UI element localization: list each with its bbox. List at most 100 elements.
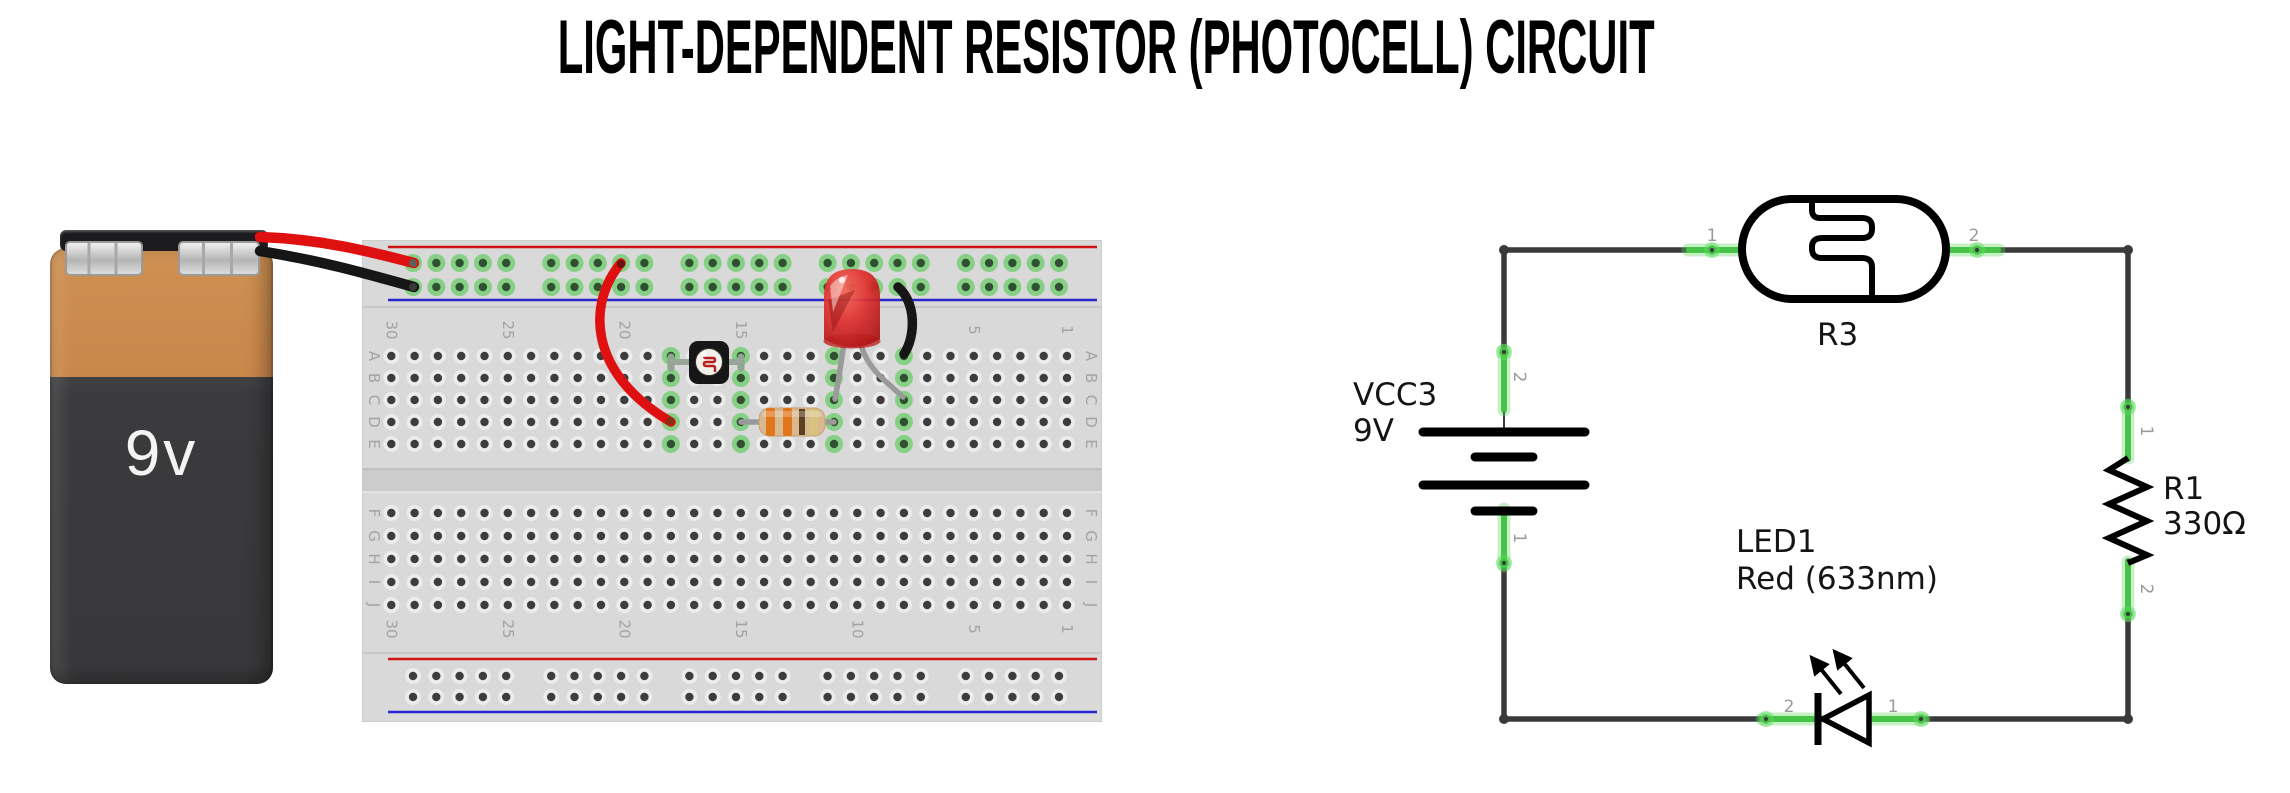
hole-center — [593, 692, 602, 702]
column-number: 30 — [382, 320, 400, 339]
hole-center — [573, 351, 582, 361]
hole-center — [992, 395, 1002, 405]
hole-center — [433, 373, 443, 383]
hole-center — [736, 395, 745, 405]
hole-center — [916, 258, 925, 268]
column-number: 5 — [965, 325, 983, 335]
column-number: 20 — [615, 619, 633, 638]
hole-center — [387, 554, 396, 564]
row-letter: G — [365, 530, 383, 542]
battery-terminal-left — [65, 241, 143, 276]
hole-center — [550, 417, 559, 427]
pin-dot-center — [1918, 716, 1924, 722]
hole-center — [616, 671, 626, 681]
hole-center — [433, 600, 443, 610]
hole-center — [690, 508, 699, 518]
hole-center — [969, 439, 978, 449]
hole-center — [478, 282, 488, 292]
hole-center — [596, 508, 606, 518]
hole-center — [946, 554, 955, 564]
hole-center — [570, 282, 579, 292]
hole-center — [620, 395, 629, 405]
hole-center — [1062, 600, 1072, 610]
hole-center — [992, 554, 1002, 564]
path-shape — [595, 258, 676, 427]
hole-center — [620, 439, 629, 449]
hole-center — [643, 554, 652, 564]
hole-center — [526, 554, 536, 564]
black-jumper-wire — [893, 282, 918, 359]
hole-center — [876, 508, 885, 518]
hole-center — [992, 373, 1002, 383]
hole-center — [899, 508, 909, 518]
hole-center — [547, 671, 556, 681]
hole-center — [596, 554, 606, 564]
hole-center — [778, 671, 787, 681]
hole-center — [666, 577, 676, 587]
hole-center — [759, 395, 769, 405]
hole-center — [596, 417, 606, 427]
row-letter: B — [1082, 373, 1100, 383]
hole-center — [1062, 508, 1072, 518]
hole-center — [759, 577, 769, 587]
hole-center — [526, 395, 536, 405]
breadboard-labels: 303025252020151510105511AABBCCDDEEFFGGHH… — [365, 320, 1100, 638]
hole-center — [759, 351, 769, 361]
column-number: 15 — [732, 320, 750, 339]
hole-center — [783, 531, 792, 541]
hole-center — [433, 554, 443, 564]
hole-center — [457, 417, 466, 427]
hole-center — [685, 258, 694, 268]
row-letter: I — [1082, 580, 1100, 584]
hole-center — [1016, 373, 1025, 383]
hole-center — [480, 531, 489, 541]
hole-center — [690, 577, 699, 587]
hole-center — [984, 258, 994, 268]
hole-center — [992, 351, 1002, 361]
hole-center — [690, 531, 699, 541]
column-number: 20 — [615, 320, 633, 339]
hole-center — [643, 577, 652, 587]
resistor-band-orange-1 — [766, 408, 775, 436]
hole-center — [1016, 577, 1025, 587]
hole-center — [1054, 258, 1064, 268]
hole-center — [457, 554, 466, 564]
hole-center — [1016, 351, 1025, 361]
power-ref-label: VCC3 — [1353, 377, 1437, 413]
hole-center — [455, 692, 464, 702]
hole-center — [946, 577, 955, 587]
hole-center — [759, 554, 769, 564]
hole-center — [961, 692, 970, 702]
hole-center — [455, 282, 464, 292]
hole-center — [899, 439, 909, 449]
hole-center — [1039, 508, 1048, 518]
hole-center — [713, 531, 722, 541]
hole-center — [1039, 554, 1048, 564]
hole-center — [969, 351, 978, 361]
hole-center — [480, 351, 489, 361]
hole-center — [503, 531, 512, 541]
hole-center — [547, 258, 556, 268]
hole-center — [1062, 531, 1072, 541]
hole-center — [1039, 351, 1048, 361]
hole-center — [961, 258, 970, 268]
hole-center — [690, 600, 699, 610]
wire-tip — [616, 259, 626, 269]
hole-center — [666, 600, 676, 610]
hole-center — [783, 508, 792, 518]
hole-center — [783, 373, 792, 383]
row-letter: F — [1082, 509, 1100, 518]
schematic-photocell: R3 1 2 — [1707, 195, 1979, 353]
hole-center — [736, 439, 745, 449]
row-letter: C — [365, 395, 383, 405]
hole-center — [387, 600, 396, 610]
hole-center — [573, 554, 582, 564]
hole-center — [923, 351, 932, 361]
hole-center — [736, 554, 745, 564]
led-triangle — [1817, 690, 1872, 748]
hole-center — [1062, 439, 1072, 449]
hole-center — [550, 554, 559, 564]
hole-center — [643, 531, 652, 541]
hole-center — [876, 600, 885, 610]
hole-center — [433, 531, 443, 541]
